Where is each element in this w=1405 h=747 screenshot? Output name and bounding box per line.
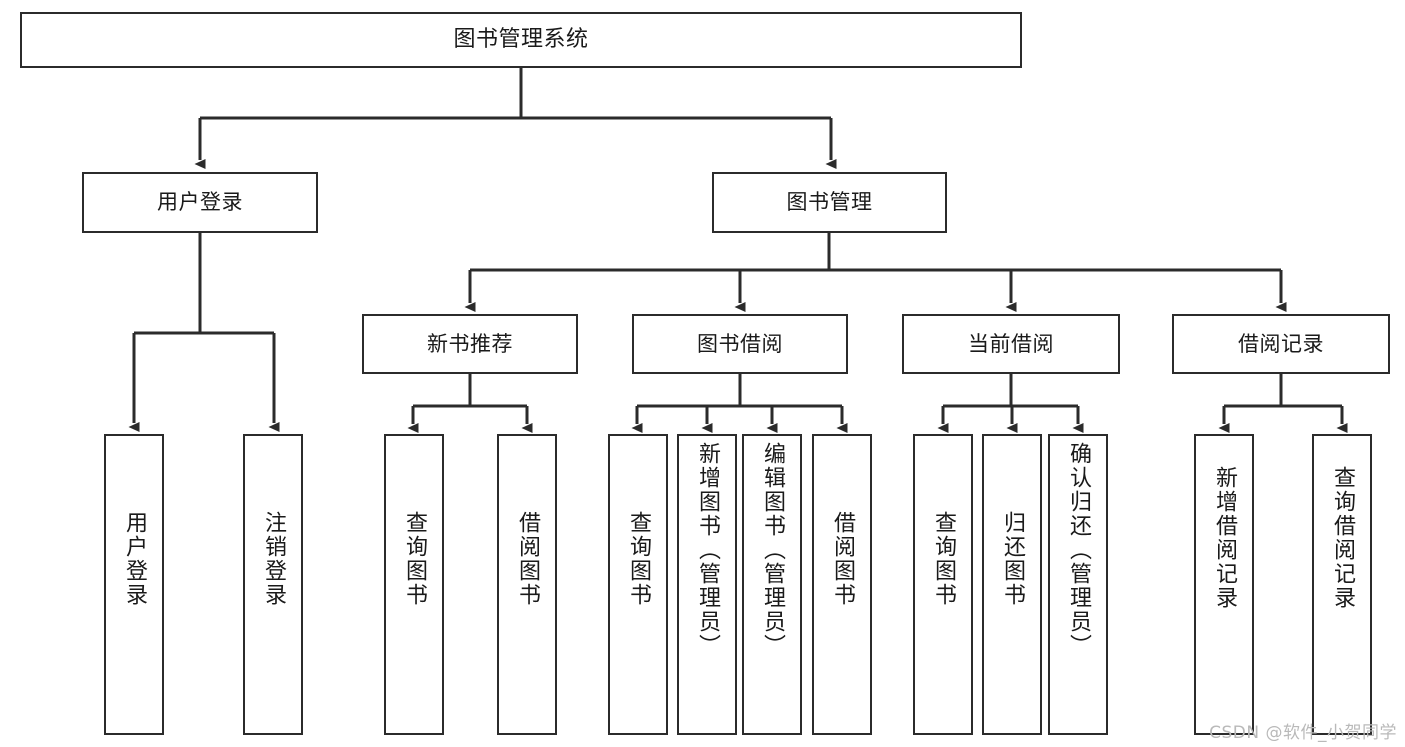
node-label: 借阅图书 — [830, 511, 855, 607]
node-label: 确认归还（管理员） — [1066, 442, 1091, 658]
node-label: 查询借阅记录 — [1330, 466, 1355, 610]
node-label: 归还图书 — [1000, 511, 1025, 607]
node-leaf-add-book[interactable]: 新增图书（管理员） — [677, 434, 737, 735]
node-leaf-borrow-book-1[interactable]: 借阅图书 — [497, 434, 557, 735]
node-label: 当前借阅 — [968, 331, 1054, 356]
node-leaf-return-book[interactable]: 归还图书 — [982, 434, 1042, 735]
node-label: 借阅记录 — [1238, 331, 1324, 356]
node-label: 图书借阅 — [697, 331, 783, 356]
node-leaf-query-book-1[interactable]: 查询图书 — [384, 434, 444, 735]
node-label: 用户登录 — [122, 511, 147, 607]
node-leaf-user-login[interactable]: 用户登录 — [104, 434, 164, 735]
node-label: 编辑图书（管理员） — [760, 442, 785, 658]
node-label: 用户登录 — [157, 190, 243, 215]
node-label: 借阅图书 — [515, 511, 540, 607]
node-leaf-add-record[interactable]: 新增借阅记录 — [1194, 434, 1254, 735]
node-leaf-confirm-return[interactable]: 确认归还（管理员） — [1048, 434, 1108, 735]
node-label: 查询图书 — [931, 511, 956, 607]
node-leaf-query-book-3[interactable]: 查询图书 — [913, 434, 973, 735]
node-label: 新增借阅记录 — [1212, 466, 1237, 610]
node-user-login[interactable]: 用户登录 — [82, 172, 318, 233]
node-root-system[interactable]: 图书管理系统 — [20, 12, 1022, 68]
node-new-book-recommend[interactable]: 新书推荐 — [362, 314, 578, 374]
node-label: 图书管理 — [786, 190, 873, 215]
node-book-management[interactable]: 图书管理 — [712, 172, 947, 233]
node-label: 新增图书（管理员） — [695, 442, 720, 658]
node-leaf-query-book-2[interactable]: 查询图书 — [608, 434, 668, 735]
node-label: 图书管理系统 — [453, 27, 589, 53]
watermark-text: CSDN @软件_小贺同学 — [1209, 723, 1397, 743]
node-label: 注销登录 — [261, 511, 286, 607]
node-book-borrow[interactable]: 图书借阅 — [632, 314, 848, 374]
node-current-borrow[interactable]: 当前借阅 — [902, 314, 1120, 374]
node-label: 新书推荐 — [427, 331, 513, 356]
node-borrow-record[interactable]: 借阅记录 — [1172, 314, 1390, 374]
node-leaf-logout[interactable]: 注销登录 — [243, 434, 303, 735]
node-label: 查询图书 — [626, 511, 651, 607]
node-label: 查询图书 — [402, 511, 427, 607]
node-leaf-borrow-book-2[interactable]: 借阅图书 — [812, 434, 872, 735]
node-leaf-query-record[interactable]: 查询借阅记录 — [1312, 434, 1372, 735]
node-leaf-edit-book[interactable]: 编辑图书（管理员） — [742, 434, 802, 735]
